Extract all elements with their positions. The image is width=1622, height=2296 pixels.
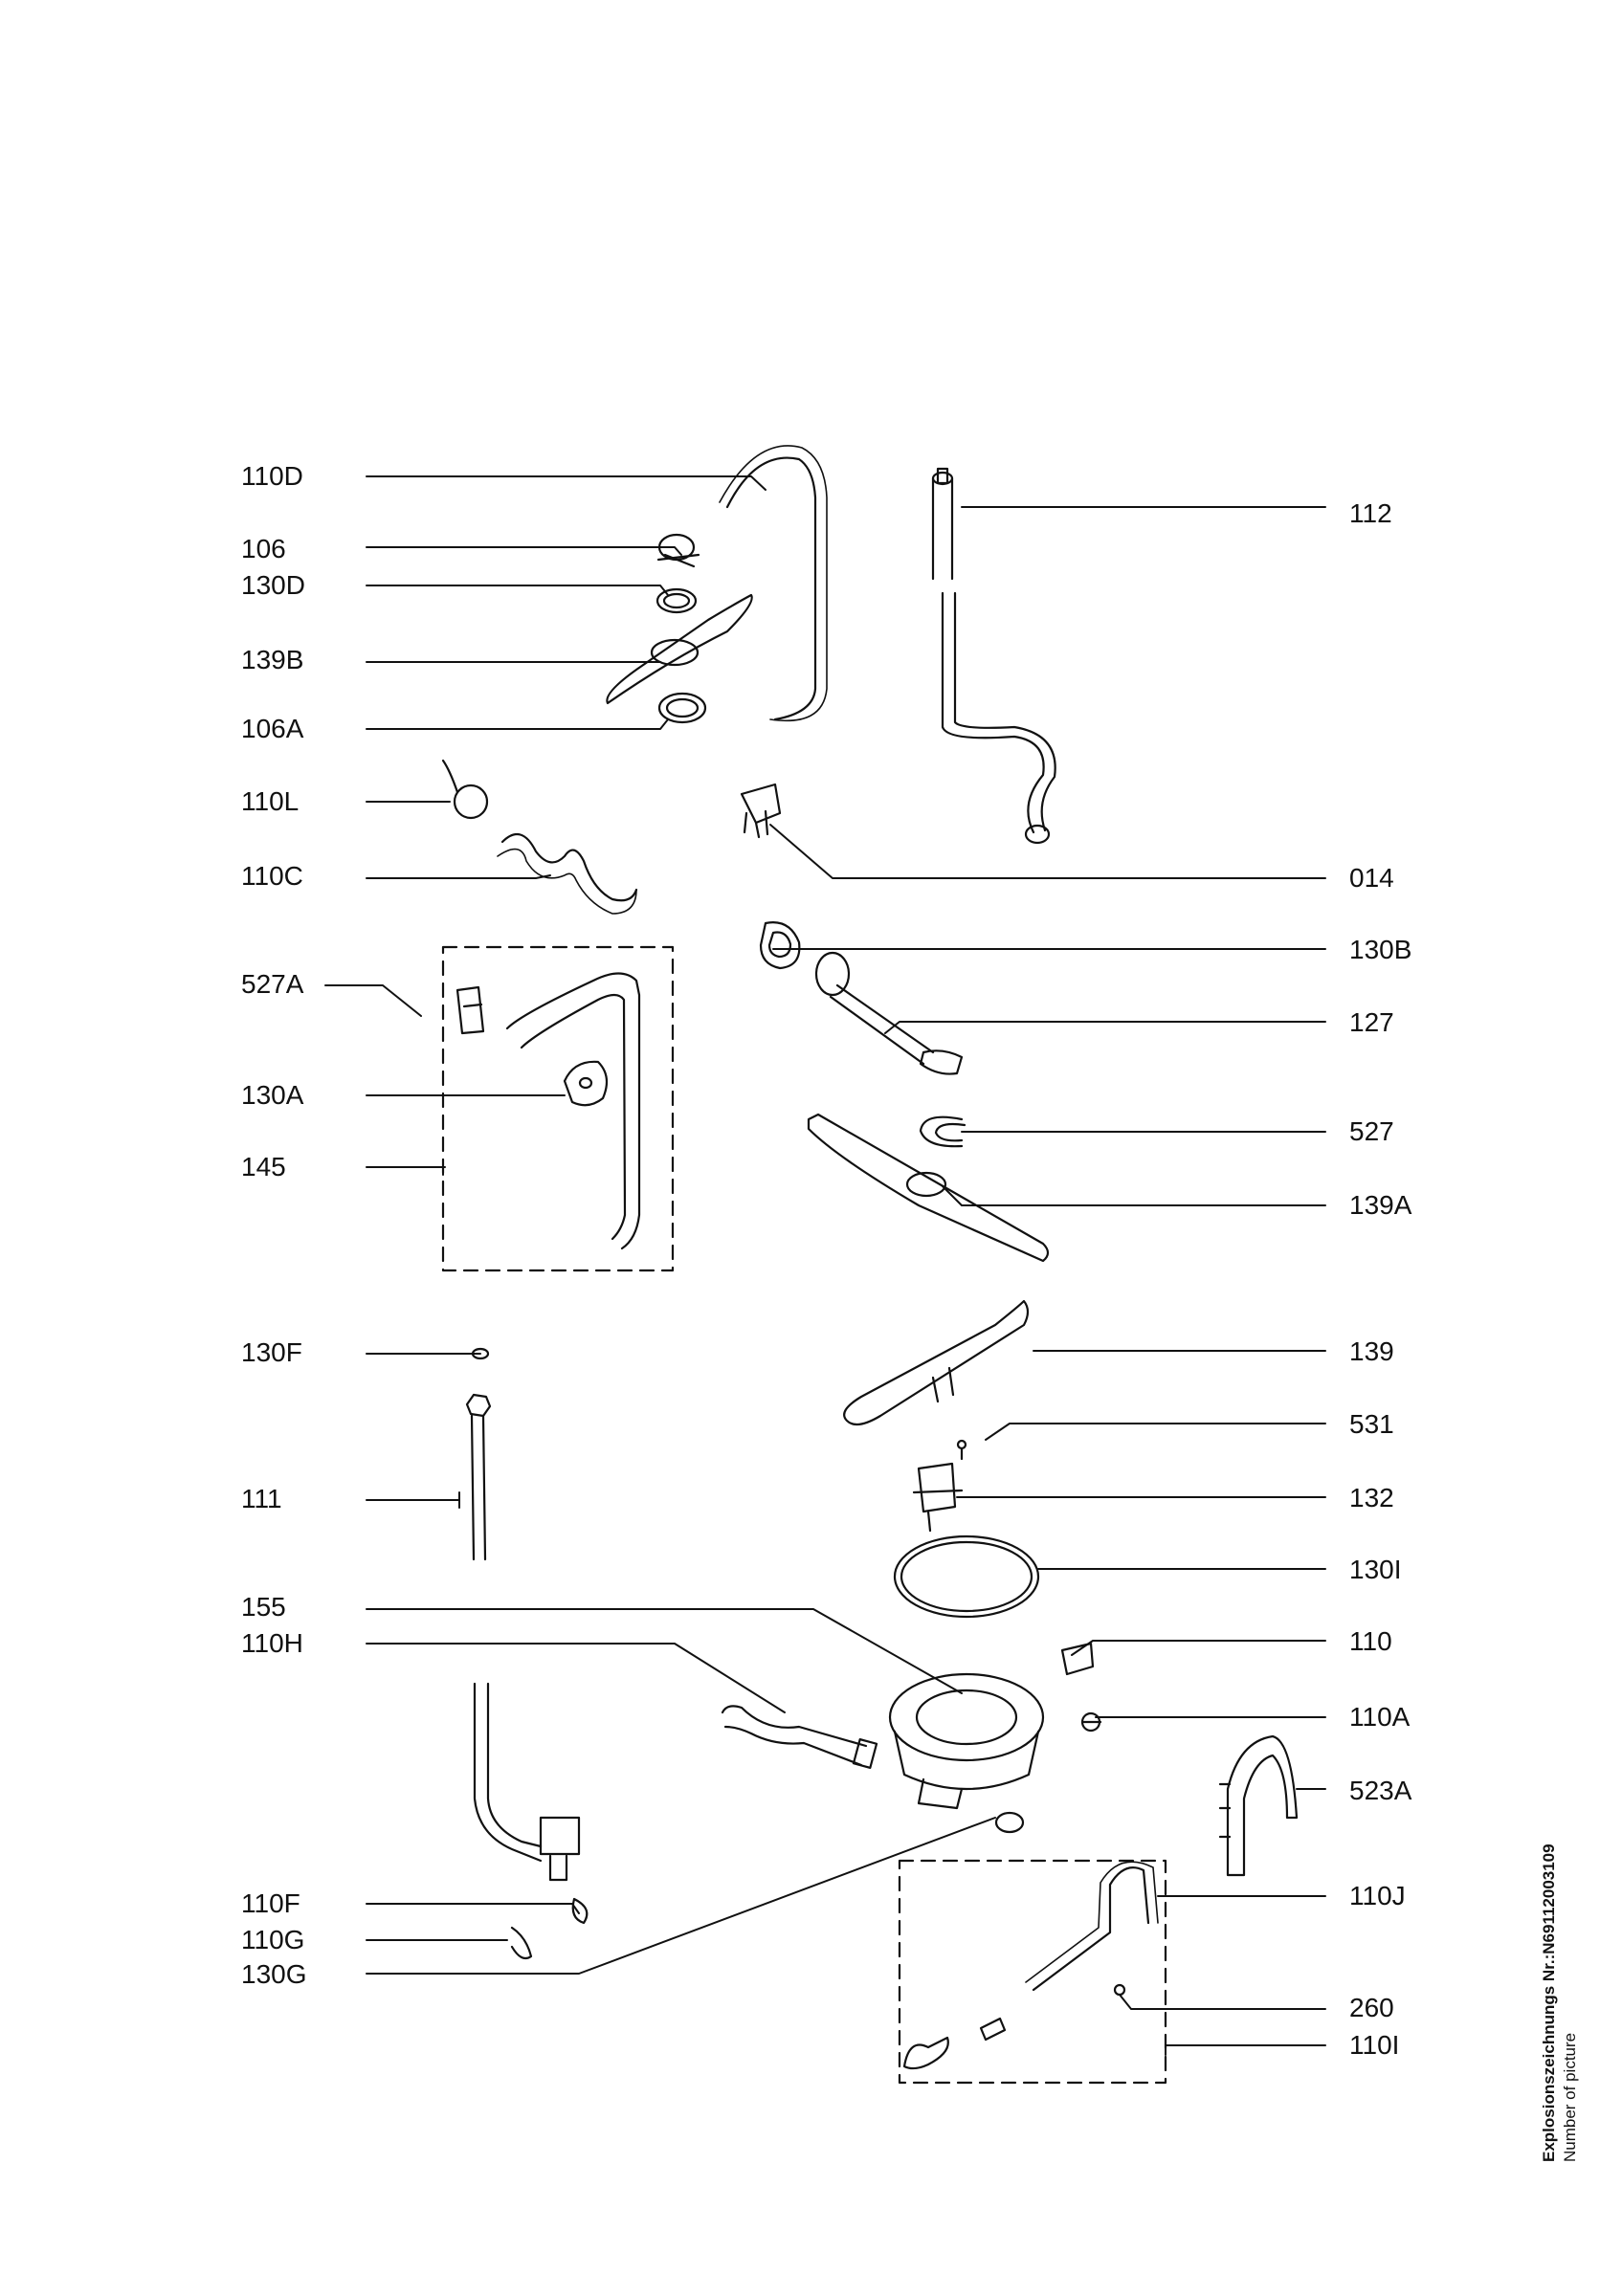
- label-130B: 130B: [1349, 935, 1412, 964]
- label-110G: 110G: [241, 1925, 305, 1954]
- label-130I: 130I: [1349, 1555, 1402, 1584]
- label-527: 527: [1349, 1116, 1394, 1146]
- label-112: 112: [1349, 498, 1392, 528]
- label-110D: 110D: [241, 461, 303, 491]
- label-130D: 130D: [241, 570, 305, 600]
- label-139: 139: [1349, 1336, 1394, 1366]
- picture-number-caption: Number of picture: [1561, 2032, 1579, 2162]
- label-106A: 106A: [241, 714, 304, 743]
- part-drawings: [441, 445, 1299, 2070]
- label-111: 111: [241, 1484, 282, 1513]
- label-132: 132: [1349, 1483, 1394, 1512]
- leader-lines-right: [769, 506, 1326, 2056]
- label-531: 531: [1349, 1409, 1394, 1439]
- label-139A: 139A: [1349, 1190, 1412, 1220]
- label-014: 014: [1349, 863, 1394, 893]
- label-110F: 110F: [241, 1888, 300, 1918]
- label-523A: 523A: [1349, 1776, 1412, 1805]
- label-106: 106: [241, 534, 286, 563]
- label-527A: 527A: [241, 969, 304, 999]
- label-155: 155: [241, 1592, 286, 1622]
- label-110I: 110I: [1349, 2030, 1400, 2060]
- label-110: 110: [1349, 1626, 1392, 1656]
- label-110C: 110C: [241, 861, 303, 891]
- group-frame-145: [441, 945, 675, 1272]
- label-110A: 110A: [1349, 1702, 1411, 1732]
- label-130A: 130A: [241, 1080, 304, 1110]
- label-260: 260: [1349, 1993, 1394, 2022]
- label-139B: 139B: [241, 645, 304, 674]
- label-110L: 110L: [241, 786, 300, 816]
- group-frame-110I: [898, 1859, 1167, 2085]
- picture-number: Explosionszeichnungs Nr.:N6911200310​9 N…: [1539, 1843, 1581, 2162]
- label-145: 145: [241, 1152, 286, 1181]
- picture-number-line: Explosionszeichnungs Nr.:N6911200310​9: [1540, 1843, 1558, 2162]
- label-110J: 110J: [1349, 1881, 1406, 1910]
- label-110H: 110H: [241, 1628, 303, 1658]
- label-130G: 130G: [241, 1959, 307, 1989]
- label-127: 127: [1349, 1007, 1394, 1037]
- label-130F: 130F: [241, 1337, 302, 1367]
- leader-lines-left: [324, 475, 996, 1975]
